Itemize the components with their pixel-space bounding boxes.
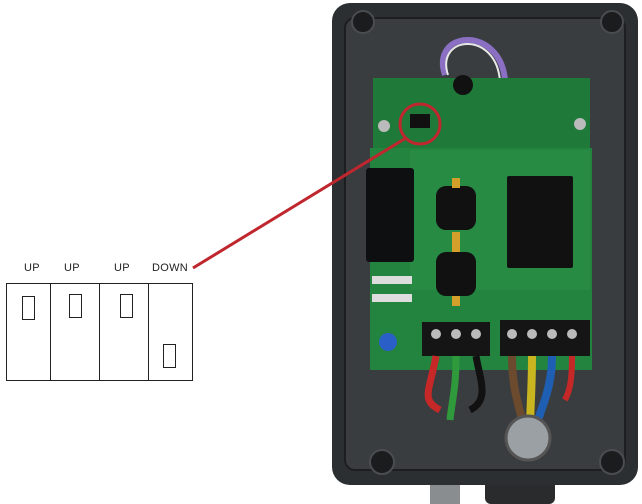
switch-knob-1	[22, 296, 35, 320]
switch-knob-2	[69, 294, 82, 318]
fuse-1	[372, 276, 412, 284]
switch-cell-1	[7, 284, 51, 380]
corner-screw-bl	[369, 449, 395, 475]
corner-screw-tl	[351, 10, 375, 34]
current-transformer-1	[436, 186, 476, 230]
switch-1-label: UP	[24, 262, 40, 274]
current-transformer-2	[436, 252, 476, 296]
dip-switch-on-board	[410, 114, 430, 128]
wire-green	[446, 355, 460, 421]
buzzer	[453, 75, 473, 95]
corner-screw-br	[599, 449, 625, 475]
wire-red	[424, 355, 442, 414]
callout-line	[192, 136, 407, 270]
fuse-2	[372, 294, 412, 302]
blue-capacitor	[379, 333, 397, 351]
relay	[507, 176, 573, 268]
switch-knob-4	[163, 344, 176, 368]
callout-circle	[398, 102, 442, 146]
wire-black	[468, 355, 486, 414]
wire-red-right	[562, 355, 575, 402]
pcb-standoff-left	[378, 120, 390, 132]
corner-screw-tr	[600, 10, 624, 34]
pcb-top	[373, 78, 590, 150]
switch-cell-3	[100, 284, 149, 380]
switch-cell-2	[51, 284, 100, 380]
ribbon-wires	[440, 37, 508, 81]
switch-cell-4	[149, 284, 193, 380]
power-supply-module	[366, 168, 414, 262]
switch-4-label: DOWN	[152, 262, 189, 274]
switch-3-label: UP	[114, 262, 130, 274]
switch-2-label: UP	[64, 262, 80, 274]
switch-knob-3	[120, 294, 133, 318]
dip-switch-diagram	[6, 283, 193, 381]
cable-gland	[504, 414, 552, 462]
pcb-standoff-right	[574, 118, 586, 130]
